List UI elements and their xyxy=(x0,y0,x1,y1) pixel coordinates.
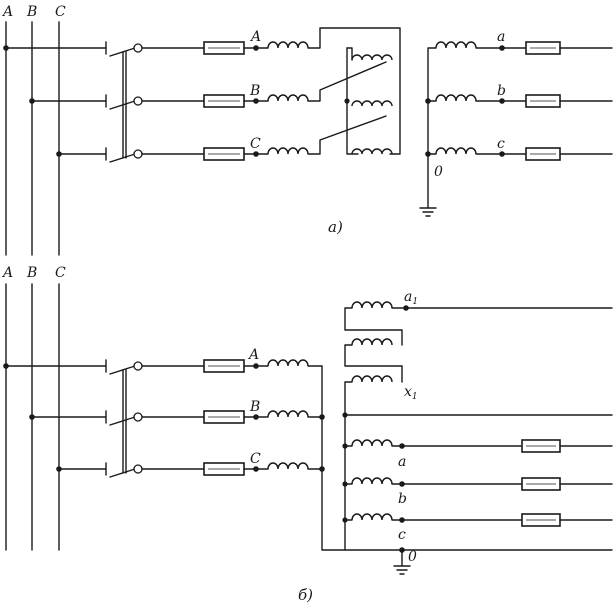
terminal-dot xyxy=(253,466,259,472)
junction-dot xyxy=(344,98,350,104)
secondary-terminal-label-a: a xyxy=(398,454,406,470)
terminal-dot xyxy=(403,305,409,311)
three-pole-switch xyxy=(105,359,143,478)
delta-coil xyxy=(351,148,393,155)
neutral-label: 0 xyxy=(434,164,443,180)
caption-a: а) xyxy=(328,218,343,236)
junction-dot xyxy=(342,443,348,449)
bus-label-c: C xyxy=(55,4,66,20)
primary-coil xyxy=(267,41,309,49)
secondary-terminal-label-b: b xyxy=(497,83,506,99)
terminal-dot xyxy=(253,151,259,157)
fuse xyxy=(521,439,561,453)
aux-coil xyxy=(351,301,393,309)
bus-label-b: B xyxy=(26,4,37,20)
junction-dot xyxy=(319,466,325,472)
primary-terminal-label-c: C xyxy=(250,136,261,152)
primary-terminal-label-a: A xyxy=(247,347,259,363)
secondary-coil xyxy=(435,41,477,49)
secondary-coil xyxy=(435,147,477,155)
secondary-coil xyxy=(351,477,393,485)
caption-b: б) xyxy=(298,586,313,604)
panel-b: A B C xyxy=(1,265,613,604)
junction-dot xyxy=(319,414,325,420)
delta-coil xyxy=(351,100,393,107)
terminal-dot xyxy=(253,414,259,420)
junction-dot xyxy=(342,412,348,418)
bus-label-a: A xyxy=(1,4,13,20)
primary-coil xyxy=(267,359,309,367)
fuse xyxy=(203,410,245,424)
primary-terminal-label-a: A xyxy=(249,29,261,45)
secondary-coil xyxy=(435,94,477,102)
fuse xyxy=(203,41,245,55)
ground-icon xyxy=(419,207,437,217)
aux-coil xyxy=(351,375,393,383)
fuse xyxy=(521,513,561,527)
junction-dot xyxy=(3,45,9,51)
ground-icon xyxy=(393,565,411,575)
terminal-dot xyxy=(499,151,505,157)
primary-coil xyxy=(267,94,309,102)
primary-terminal-label-c: C xyxy=(250,451,261,467)
aux-terminal-top: a1 xyxy=(404,289,418,307)
primary-coil xyxy=(267,410,309,418)
bus-label-a: A xyxy=(1,265,13,281)
terminal-dot xyxy=(253,98,259,104)
terminal-dot xyxy=(399,517,405,523)
junction-dot xyxy=(56,151,62,157)
junction-dot xyxy=(342,481,348,487)
secondary-coil xyxy=(351,513,393,521)
fuse xyxy=(203,94,245,108)
fuse xyxy=(525,41,561,55)
terminal-dot xyxy=(253,45,259,51)
primary-terminal-label-b: B xyxy=(249,83,260,99)
fuse xyxy=(525,94,561,108)
junction-dot xyxy=(56,466,62,472)
fuse xyxy=(203,147,245,161)
fuse xyxy=(203,462,245,476)
junction-dot xyxy=(29,414,35,420)
panel-a: A B C xyxy=(1,4,613,256)
fuse xyxy=(203,359,245,373)
primary-coil xyxy=(267,462,309,470)
neutral-label: 0 xyxy=(408,549,417,565)
terminal-dot xyxy=(399,481,405,487)
primary-terminal-label-b: B xyxy=(249,399,260,415)
secondary-terminal-label-a: a xyxy=(497,29,505,45)
fuse xyxy=(525,147,561,161)
aux-terminal-bottom: x1 xyxy=(404,384,418,402)
secondary-terminal-label-b: b xyxy=(398,491,407,507)
secondary-terminal-label-c: c xyxy=(497,136,505,152)
terminal-dot xyxy=(499,45,505,51)
junction-dot xyxy=(29,98,35,104)
junction-dot xyxy=(342,517,348,523)
delta-coil xyxy=(351,54,393,61)
three-pole-switch xyxy=(105,41,143,163)
aux-coil xyxy=(351,338,393,346)
bus-label-b: B xyxy=(26,265,37,281)
fuse xyxy=(521,477,561,491)
terminal-dot xyxy=(253,363,259,369)
bus-label-c: C xyxy=(55,265,66,281)
junction-dot xyxy=(3,363,9,369)
terminal-dot xyxy=(499,98,505,104)
secondary-terminal-label-c: c xyxy=(398,527,406,543)
secondary-coil xyxy=(351,439,393,447)
terminal-dot xyxy=(399,443,405,449)
primary-coil xyxy=(267,147,309,155)
